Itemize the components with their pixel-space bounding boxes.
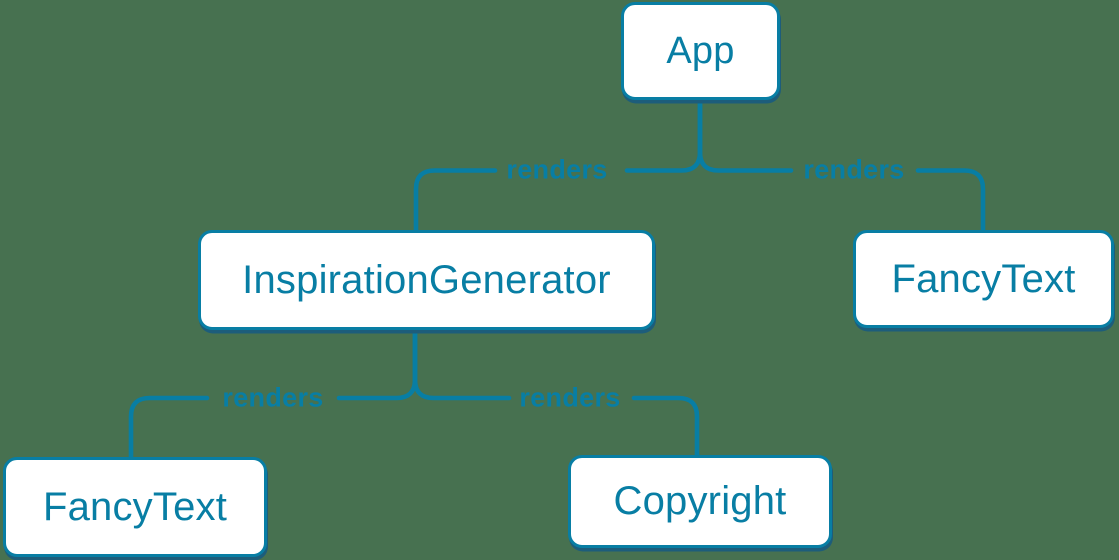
node-inspiration-generator: InspirationGenerator: [198, 230, 655, 330]
node-app: App: [621, 2, 780, 100]
edge-label-renders-app-inspirationgenerator: renders: [506, 154, 608, 185]
edge-app-fancytext-start: [697, 97, 794, 173]
node-app-label: App: [666, 29, 735, 72]
node-copyright-label: Copyright: [613, 479, 787, 523]
node-inspiration-generator-label: InspirationGenerator: [242, 257, 611, 302]
node-fancy-text-top-right: FancyText: [853, 230, 1114, 328]
node-copyright: Copyright: [568, 455, 832, 548]
node-fancy-text-bottom-left-label: FancyText: [42, 484, 228, 529]
edge-app-inspirationgenerator-end: [413, 168, 498, 235]
edge-inspirationgenerator-copyright-start: [412, 327, 512, 401]
edge-label-renders-inspirationgenerator-copyright: renders: [519, 382, 621, 413]
edge-inspirationgenerator-copyright-end: [631, 395, 700, 460]
edge-inspirationgenerator-fancytext-end: [128, 395, 210, 462]
edge-app-fancytext-end: [915, 168, 986, 235]
edge-app-inspirationgenerator-start: [624, 97, 703, 173]
node-fancy-text-bottom-left: FancyText: [3, 457, 267, 557]
edge-label-renders-inspirationgenerator-fancytext: renders: [222, 382, 324, 413]
node-fancy-text-top-right-label: FancyText: [891, 256, 1076, 301]
edge-inspirationgenerator-fancytext-start: [336, 327, 418, 401]
edge-label-renders-app-fancytext: renders: [803, 154, 905, 185]
